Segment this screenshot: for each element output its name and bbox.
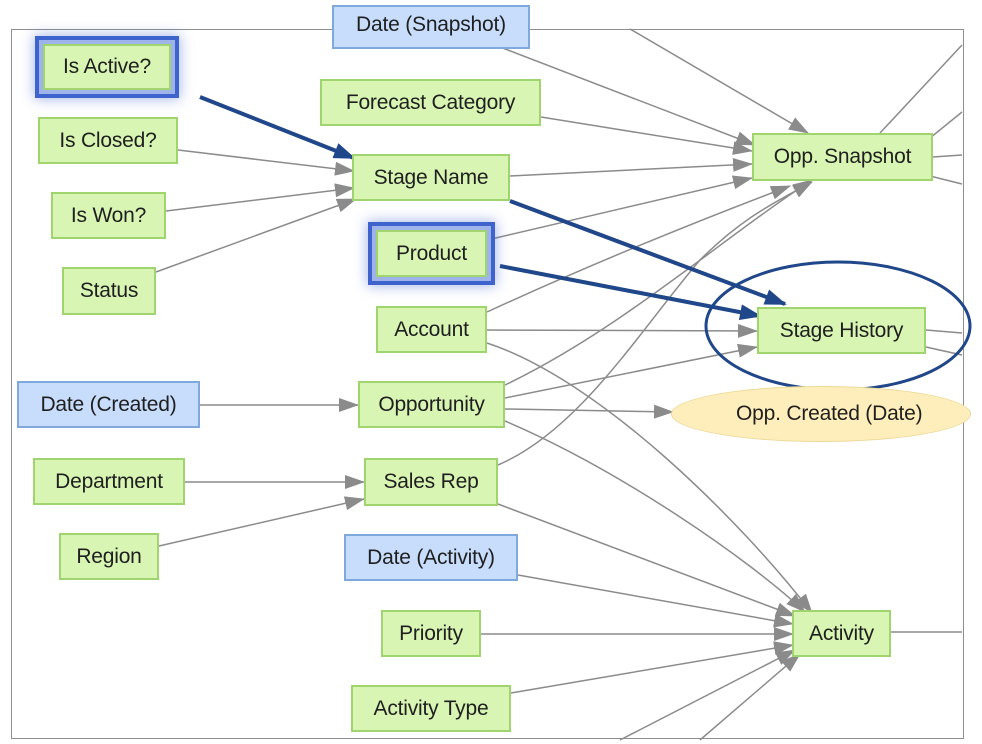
node-region[interactable]: Region: [59, 533, 159, 580]
edge-opportunity-to-stage-history: [504, 343, 758, 399]
node-date-created[interactable]: Date (Created): [17, 381, 200, 428]
node-product-label: Product: [396, 241, 467, 265]
node-account[interactable]: Account: [376, 306, 487, 353]
node-sales-rep[interactable]: Sales Rep: [364, 458, 498, 506]
edge-stage-history-right-1: [925, 329, 963, 334]
node-date-activity-label: Date (Activity): [367, 545, 495, 569]
edge-date-activity-to-activity: [517, 574, 794, 628]
node-is-closed-label: Is Closed?: [59, 128, 157, 152]
node-activity-type-label: Activity Type: [373, 696, 489, 720]
node-sales-rep-label: Sales Rep: [383, 470, 479, 493]
edge-activity-type-to-activity: [510, 641, 794, 694]
edge-sales-rep-to-opp-snapshot: [497, 181, 813, 466]
node-activity-type[interactable]: Activity Type: [351, 685, 511, 732]
node-opp-snapshot-label: Opp. Snapshot: [773, 145, 912, 168]
node-activity[interactable]: Activity: [792, 610, 891, 657]
node-is-active[interactable]: Is Active?: [43, 44, 171, 90]
edge-bottom-to-activity-2: [699, 653, 801, 741]
node-date-snapshot[interactable]: Date (Snapshot): [332, 5, 530, 49]
node-priority-label: Priority: [399, 621, 463, 645]
highlight-edge-is-active-to-stage-name: [199, 95, 356, 160]
node-date-created-label: Date (Created): [40, 392, 177, 416]
edge-product-to-opp-snapshot: [486, 175, 753, 241]
highlight-edge-product-to-stage-history: [499, 264, 762, 321]
node-is-won[interactable]: Is Won?: [51, 192, 166, 239]
edge-sales-rep-to-activity: [497, 503, 796, 617]
node-opp-created-date[interactable]: Opp. Created (Date): [671, 386, 971, 442]
edge-status-to-stage-name: [155, 198, 357, 273]
highlight-edges: [199, 95, 787, 321]
node-stage-name[interactable]: Stage Name: [352, 154, 510, 201]
edge-opp-snapshot-right-3: [929, 175, 963, 185]
edge-opportunity-to-activity: [504, 420, 806, 613]
edge-account-to-stage-history: [486, 323, 758, 338]
node-product[interactable]: Product: [376, 230, 487, 277]
node-opportunity-label: Opportunity: [378, 392, 485, 416]
node-stage-history-label: Stage History: [779, 318, 904, 342]
node-date-activity[interactable]: Date (Activity): [344, 534, 518, 581]
edge-opp-snapshot-right-1: [929, 111, 963, 139]
edge-is-won-to-stage-name: [165, 183, 355, 212]
edge-opp-snapshot-right-2: [932, 154, 963, 158]
node-forecast-category-label: Forecast Category: [345, 90, 516, 114]
edge-stage-name-to-opp-snapshot: [509, 157, 753, 177]
edge-date-snapshot-to-opp-snapshot: [499, 46, 756, 146]
edge-opportunity-to-created: [504, 404, 674, 419]
node-opportunity[interactable]: Opportunity: [358, 381, 505, 428]
edge-opportunity-to-opp-snapshot: [504, 179, 813, 386]
edge-opp-snapshot-top-right: [879, 44, 963, 134]
node-opp-snapshot[interactable]: Opp. Snapshot: [752, 133, 933, 181]
node-priority[interactable]: Priority: [381, 610, 481, 657]
node-stage-history[interactable]: Stage History: [757, 307, 926, 354]
edge-account-to-activity: [486, 342, 813, 614]
gray-edges: [155, 28, 963, 741]
node-status-label: Status: [79, 279, 139, 302]
edge-is-closed-to-stage-name: [177, 149, 355, 176]
node-date-snapshot-label: Date (Snapshot): [356, 13, 506, 36]
node-stage-name-label: Stage Name: [373, 165, 489, 189]
edge-forecast-to-opp-snapshot: [540, 116, 753, 155]
edge-bottom-to-activity-1: [619, 649, 796, 741]
edge-account-to-opp-snapshot: [486, 185, 791, 313]
node-activity-label: Activity: [809, 621, 874, 645]
node-is-active-label: Is Active?: [63, 55, 151, 78]
node-department-label: Department: [55, 469, 163, 493]
node-opp-created-date-label: Opp. Created (Date): [736, 402, 923, 425]
node-department[interactable]: Department: [33, 458, 185, 505]
highlight-edge-stage-name-to-stage-history: [509, 199, 787, 306]
edge-region-to-sales-rep: [158, 496, 365, 547]
node-is-won-label: Is Won?: [70, 203, 147, 227]
node-account-label: Account: [394, 317, 469, 341]
node-is-closed[interactable]: Is Closed?: [38, 117, 178, 164]
node-region-label: Region: [76, 544, 142, 568]
node-forecast-category[interactable]: Forecast Category: [320, 79, 541, 126]
edge-top-to-opp-snapshot: [629, 28, 809, 134]
node-status[interactable]: Status: [62, 267, 156, 315]
